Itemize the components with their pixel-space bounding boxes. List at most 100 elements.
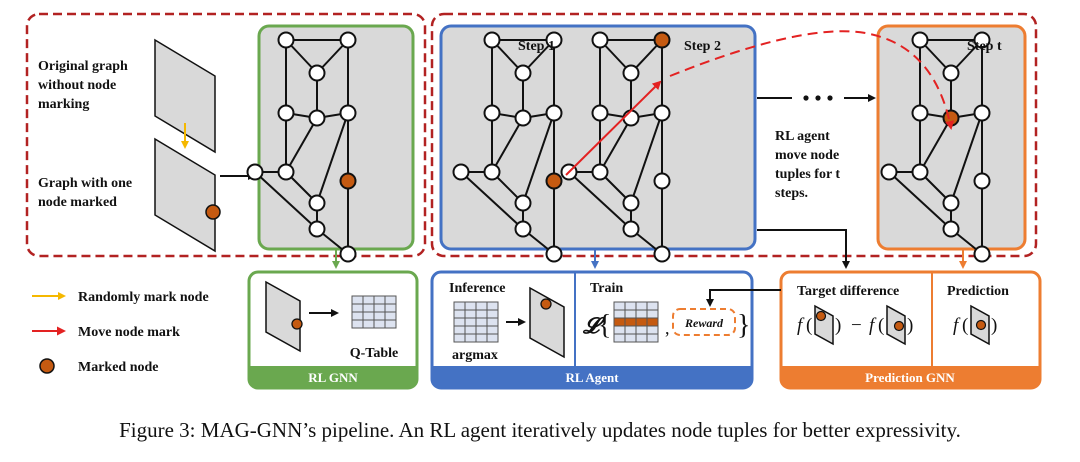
- step-1-label: Step 1: [518, 39, 555, 54]
- rl-note-3: tuples for t: [775, 167, 840, 182]
- train-label: Train: [590, 281, 623, 296]
- rl-note-4: steps.: [775, 186, 808, 201]
- q-table-cell: [475, 309, 488, 319]
- q-table-cell: [475, 325, 488, 335]
- q-table-cell: [362, 295, 375, 305]
- q-table-cell: [624, 317, 637, 327]
- paren-open-2: (: [878, 315, 884, 336]
- comma: ,: [665, 318, 670, 338]
- step-t-label: Step t: [967, 39, 1002, 54]
- legend-move-label: Move node mark: [78, 325, 180, 340]
- move-mark-arrow: [565, 80, 662, 176]
- inference-label: Inference: [449, 281, 506, 296]
- q-table-cell: [464, 317, 477, 327]
- target-plane-2-node: [893, 320, 905, 332]
- graph-node: [545, 245, 563, 263]
- inference-plane: [529, 286, 565, 359]
- inference-plane-node: [540, 298, 552, 310]
- step-t-box: [876, 24, 1027, 251]
- q-table-cell: [613, 317, 626, 327]
- argmax-label: argmax: [452, 348, 498, 363]
- target-plane-1-node: [815, 310, 827, 322]
- q-table-cell: [613, 333, 626, 343]
- marked-node: [653, 31, 671, 49]
- target-feedback-arrow: [706, 289, 781, 307]
- rl-agent-header: [432, 366, 752, 388]
- q-table-cell: [453, 333, 466, 343]
- q-table-cell: [464, 301, 477, 311]
- graph-node: [308, 64, 326, 82]
- rl-note-2: move node: [775, 148, 839, 163]
- graph-edge: [568, 171, 632, 230]
- rl-note-1: RL agent: [775, 129, 830, 144]
- original-graph-plane: [154, 38, 216, 154]
- q-table-cell: [373, 303, 386, 313]
- q-table-cell: [384, 303, 397, 313]
- graph-edge: [888, 171, 952, 230]
- q-table-cell: [486, 309, 499, 319]
- q-table-cell: [351, 295, 364, 305]
- steps-box: [439, 24, 757, 251]
- q-table-cell: [464, 333, 477, 343]
- q-table-cell: [486, 317, 499, 327]
- paren-close-2: ): [907, 315, 913, 336]
- graph-node: [622, 220, 640, 238]
- graph-edge: [950, 112, 983, 204]
- step-t-graph: [880, 31, 991, 263]
- graph-node: [452, 163, 470, 181]
- graph-node: [514, 220, 532, 238]
- q-table-cell: [624, 325, 637, 335]
- marked-graph-label-2: node marked: [38, 195, 117, 210]
- paren-open-1: (: [806, 315, 812, 336]
- q-table-cell: [624, 301, 637, 311]
- move-mark-dashed-arrow: [669, 30, 955, 130]
- input-dashed-box: [25, 12, 427, 258]
- graph-node: [622, 64, 640, 82]
- q-table-cell: [362, 303, 375, 313]
- marked-node: [339, 172, 357, 190]
- graph-node: [545, 31, 563, 49]
- original-graph-label-3: marking: [38, 97, 89, 112]
- graph-node: [880, 163, 898, 181]
- q-table-cell: [646, 301, 659, 311]
- graph-node: [911, 104, 929, 122]
- q-table-cell: [464, 325, 477, 335]
- marked-node: [545, 172, 563, 190]
- graph-edge: [254, 171, 318, 230]
- left-brace: {: [598, 310, 611, 341]
- paren-close-1: ): [835, 315, 841, 336]
- q-table-cell: [624, 309, 637, 319]
- q-table-cell: [486, 301, 499, 311]
- graph-node: [339, 245, 357, 263]
- prediction-gnn-header: [781, 366, 1040, 388]
- ellipsis-dot: [827, 95, 833, 101]
- q-table-cell: [453, 325, 466, 335]
- q-table-cell: [486, 325, 499, 335]
- ellipsis-dot: [815, 95, 821, 101]
- graph-node: [514, 109, 532, 127]
- graph-node: [653, 172, 671, 190]
- graph-node: [277, 31, 295, 49]
- original-graph-label-2: without node: [38, 78, 116, 93]
- q-table-cell: [453, 309, 466, 319]
- q-table-cell: [475, 301, 488, 311]
- ellipsis-dot: [803, 95, 809, 101]
- q-table-cell: [351, 311, 364, 321]
- q-table-cell: [362, 319, 375, 329]
- f-symbol-1: f: [797, 315, 805, 336]
- legend-marked-node: [39, 358, 55, 374]
- graph-node: [308, 194, 326, 212]
- graph-node: [653, 104, 671, 122]
- prediction-plane-node: [975, 319, 987, 331]
- graph-node: [622, 109, 640, 127]
- graph-node: [483, 104, 501, 122]
- reward-box: [672, 308, 736, 336]
- marked-node: [942, 109, 960, 127]
- graph-node: [973, 172, 991, 190]
- prediction-gnn-header-label: Prediction GNN: [865, 370, 955, 385]
- graph-node: [308, 109, 326, 127]
- f-symbol-2: f: [869, 315, 877, 336]
- rl-gnn-graph: [246, 31, 357, 263]
- q-table-cell: [646, 317, 659, 327]
